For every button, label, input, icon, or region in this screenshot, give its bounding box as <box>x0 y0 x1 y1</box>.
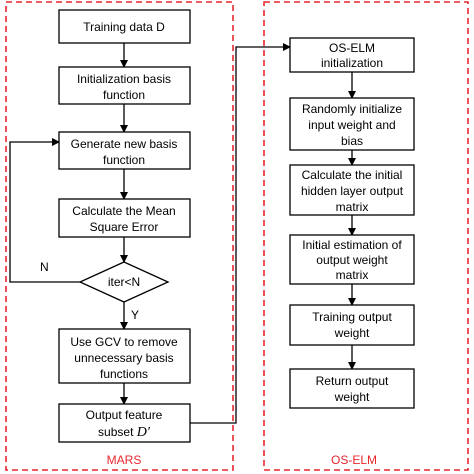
generate-basis-box <box>58 131 191 170</box>
initial-estimation-label-2: output weight <box>316 253 388 267</box>
output-feature-variable: D′ <box>136 425 151 440</box>
training-data-box <box>58 9 191 44</box>
gcv-label-2: unnecessary basis <box>74 351 173 365</box>
arrow-no-loop-back <box>9 138 80 283</box>
random-init-label-3: bias <box>341 134 363 148</box>
init-basis-box <box>58 66 191 105</box>
init-basis-label-1: Initialization basis <box>77 72 171 86</box>
training-output-box <box>289 304 415 346</box>
oselm-section-frame <box>263 1 469 471</box>
output-feature-label-2: subset D′ <box>98 425 151 440</box>
yes-branch-label: Y <box>131 308 139 322</box>
training-data-label: Training data D <box>83 20 165 34</box>
generate-basis-label-1: Generate new basis <box>71 137 178 151</box>
initial-estimation-box <box>289 234 415 285</box>
gcv-label-1: Use GCV to remove <box>70 335 178 349</box>
output-feature-box <box>58 403 191 443</box>
mars-section-label: MARS <box>107 453 142 467</box>
training-output-label-1: Training output <box>312 310 392 324</box>
oselm-init-box <box>289 37 415 73</box>
mse-label-2: Square Error <box>90 220 159 234</box>
oselm-init-label-2: initialization <box>321 56 383 70</box>
training-output-label-2: weight <box>334 326 370 340</box>
gcv-label-3: functions <box>100 367 148 381</box>
oselm-init-label-1: OS-ELM <box>329 41 375 55</box>
output-feature-subset-word: subset <box>98 425 134 439</box>
initial-estimation-label-3: matrix <box>336 268 369 282</box>
init-basis-label-2: function <box>103 88 145 102</box>
random-init-box <box>289 97 415 151</box>
mse-box <box>58 198 191 238</box>
oselm-section-label: OS-ELM <box>331 453 377 467</box>
return-output-label-1: Return output <box>316 374 389 388</box>
hidden-layer-box <box>289 164 415 216</box>
mars-section-frame <box>5 1 234 471</box>
generate-basis-label-2: function <box>103 153 145 167</box>
return-output-label-2: weight <box>334 390 370 404</box>
gcv-box <box>58 328 191 384</box>
random-init-label-2: input weight and <box>308 118 395 132</box>
random-init-label-1: Randomly initialize <box>302 102 402 116</box>
initial-estimation-label-1: Initial estimation of <box>302 238 402 252</box>
mse-label-1: Calculate the Mean <box>72 204 175 218</box>
hidden-layer-label-2: hidden layer output <box>301 184 404 198</box>
output-feature-label-1: Output feature <box>86 408 163 422</box>
return-output-box <box>289 368 415 409</box>
arrow-mars-to-oselm <box>190 43 291 424</box>
hidden-layer-label-1: Calculate the initial <box>302 168 403 182</box>
iter-decision-label: iter<N <box>108 275 140 289</box>
no-branch-label: N <box>40 260 49 274</box>
hidden-layer-label-3: matrix <box>336 200 369 214</box>
